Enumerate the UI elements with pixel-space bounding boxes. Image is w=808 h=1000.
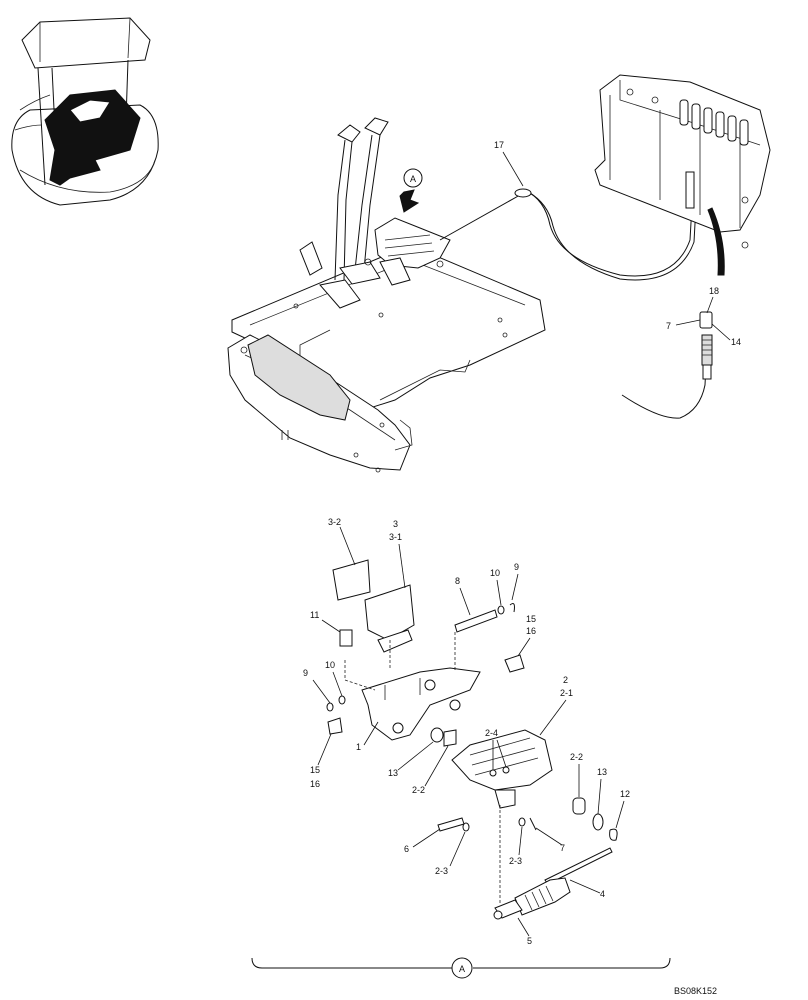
floor-plate-assembly bbox=[227, 244, 546, 473]
lower-callouts: 3-2 3 3-1 8 10 9 11 15 16 10 9 1 13 2-2 … bbox=[303, 517, 630, 946]
callout-15-left: 15 bbox=[310, 765, 320, 775]
drawing-reference: BS08K152 bbox=[674, 986, 717, 996]
callout-11: 11 bbox=[310, 610, 319, 620]
callout-17: 17 bbox=[494, 140, 504, 150]
cable-end-detail bbox=[699, 311, 713, 380]
callout-2-3-left: 2-3 bbox=[435, 866, 448, 876]
callout-2-2-right: 2-2 bbox=[570, 752, 583, 762]
callout-13-left: 13 bbox=[388, 768, 398, 778]
callout-2-4: 2-4 bbox=[485, 728, 498, 738]
part-12-clip bbox=[609, 828, 618, 841]
part-7-cotter-pin bbox=[529, 817, 537, 831]
machine-locator-illustration bbox=[11, 17, 159, 206]
callout-16-left: 16 bbox=[310, 779, 320, 789]
part-13-washer-right bbox=[592, 813, 604, 831]
part-9-clip-top bbox=[509, 603, 515, 613]
part-2-3-bush-left bbox=[462, 822, 470, 832]
callout-10-top: 10 bbox=[490, 568, 500, 578]
part-2-3-bush-right bbox=[518, 817, 526, 827]
callout-2: 2 bbox=[563, 675, 568, 685]
callout-5: 5 bbox=[527, 936, 532, 946]
part-1-bracket bbox=[361, 667, 481, 741]
part-10-washer-top bbox=[497, 605, 505, 615]
callout-3: 3 bbox=[393, 519, 398, 529]
callout-2-1: 2-1 bbox=[560, 688, 573, 698]
callout-2-3-right: 2-3 bbox=[509, 856, 522, 866]
view-marker-a-label: A bbox=[410, 174, 416, 184]
view-a-brace: A bbox=[251, 957, 671, 979]
callout-18: 18 bbox=[709, 286, 719, 296]
callout-15-top: 15 bbox=[526, 614, 536, 624]
callout-16-top: 16 bbox=[526, 626, 536, 636]
part-2-2-bushing-right bbox=[572, 797, 586, 815]
callout-4: 4 bbox=[600, 889, 605, 899]
part-2-2-bushing-left bbox=[443, 729, 457, 747]
pedal-assembly-upper bbox=[364, 217, 451, 286]
callout-14: 14 bbox=[731, 337, 741, 347]
callout-9-top: 9 bbox=[514, 562, 519, 572]
part-2-pedal bbox=[451, 729, 553, 791]
travel-levers bbox=[299, 117, 389, 309]
view-marker-a-bottom-label: A bbox=[459, 964, 465, 974]
upper-callouts: 17 18 7 14 bbox=[494, 140, 741, 347]
callout-13-right: 13 bbox=[597, 767, 607, 777]
part-8-pin bbox=[454, 609, 498, 633]
callout-3-1: 3-1 bbox=[389, 532, 402, 542]
callout-3-2: 3-2 bbox=[328, 517, 341, 527]
callout-9-left: 9 bbox=[303, 668, 308, 678]
callout-8: 8 bbox=[455, 576, 460, 586]
part-15-16-bolt-left bbox=[327, 717, 343, 735]
callout-6: 6 bbox=[404, 844, 409, 854]
callout-1: 1 bbox=[356, 742, 361, 752]
part-15-16-bolt-right bbox=[504, 654, 525, 673]
exploded-pedal-view bbox=[326, 559, 618, 920]
view-marker-a-upper: A bbox=[399, 168, 423, 213]
control-valve bbox=[594, 74, 771, 276]
control-cable-upper bbox=[439, 188, 708, 419]
callout-7-lower: 7 bbox=[560, 843, 565, 853]
callout-2-2-left: 2-2 bbox=[412, 785, 425, 795]
part-3-2-pad bbox=[332, 559, 371, 601]
part-11-bolt bbox=[339, 629, 353, 647]
part-13-washer bbox=[430, 727, 444, 743]
callout-7-upper: 7 bbox=[666, 321, 671, 331]
part-6-pin bbox=[437, 817, 465, 832]
callout-12: 12 bbox=[620, 789, 630, 799]
callout-10-left: 10 bbox=[325, 660, 335, 670]
part-4-cable bbox=[544, 847, 613, 885]
